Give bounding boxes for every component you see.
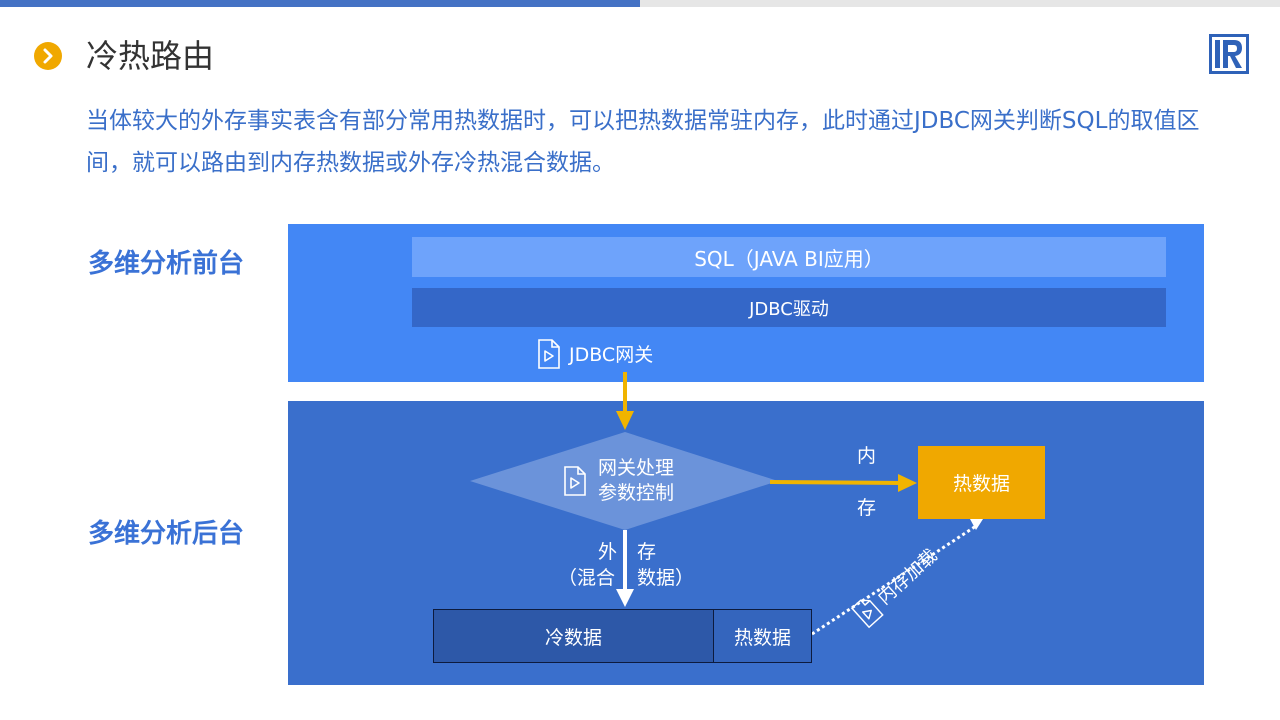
memory-route-label-1: 内 bbox=[857, 445, 877, 467]
decision-line-2: 参数控制 bbox=[598, 482, 675, 504]
external-route-label-left-1: 外 bbox=[598, 541, 618, 563]
decision-line-1: 网关处理 bbox=[598, 457, 675, 479]
back-end-label: 多维分析后台 bbox=[88, 519, 245, 549]
r-logo-icon bbox=[1209, 34, 1249, 74]
file-play-icon bbox=[538, 339, 560, 369]
external-route-label-left-2: （混合 bbox=[558, 567, 616, 589]
intro-paragraph: 当体较大的外存事实表含有部分常用热数据时，可以把热数据常驻内存，此时通过JDBC… bbox=[86, 108, 1200, 176]
chevron-right-icon bbox=[34, 42, 62, 70]
jdbc-driver-bar: JDBC驱动 bbox=[412, 288, 1166, 327]
memory-hot-data-box: 热数据 bbox=[918, 446, 1045, 519]
memory-route-label-2: 存 bbox=[857, 497, 877, 519]
jdbc-gateway-label: JDBC网关 bbox=[569, 344, 654, 366]
external-route-label-right-1: 存 bbox=[637, 541, 657, 563]
file-play-icon bbox=[564, 466, 586, 496]
top-grey-bar bbox=[640, 0, 1280, 7]
cold-data-segment: 冷数据 bbox=[434, 610, 714, 662]
file-play-icon bbox=[850, 599, 884, 629]
memory-load-label: 内存加载 bbox=[850, 545, 978, 640]
gateway-decision-text: 网关处理 参数控制 bbox=[598, 456, 674, 506]
hot-data-segment: 热数据 bbox=[714, 610, 811, 662]
page-title: 冷热路由 bbox=[86, 37, 215, 75]
external-storage-bar: 冷数据 热数据 bbox=[433, 609, 812, 663]
top-accent-bar bbox=[0, 0, 640, 7]
sql-app-bar: SQL（JAVA BI应用） bbox=[412, 237, 1166, 277]
external-route-label-right-2: 数据） bbox=[637, 567, 695, 589]
front-end-label: 多维分析前台 bbox=[88, 249, 245, 279]
